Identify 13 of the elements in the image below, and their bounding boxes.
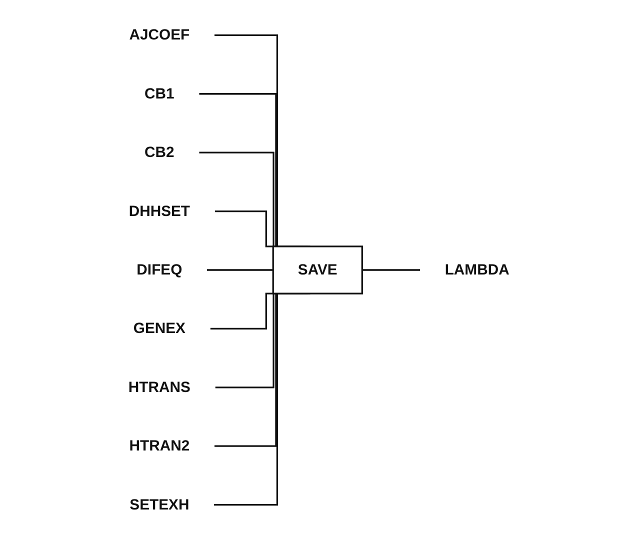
node-box: SAVE	[272, 246, 363, 294]
node-text: HTRAN2	[128, 437, 190, 454]
node-text: CB1	[144, 85, 174, 102]
node-text: GENEX	[133, 320, 186, 337]
node-text: AJCOEF	[128, 26, 190, 44]
connector	[362, 269, 420, 271]
node-text: DHHSET	[128, 202, 190, 220]
connector	[206, 269, 273, 271]
node-text: SETEXH	[129, 496, 189, 513]
node-text: LAMBDA	[444, 261, 509, 278]
node-text: CB2	[144, 144, 174, 160]
node-text: DIFEQ	[136, 261, 182, 278]
node-text: HTRANS	[128, 378, 190, 396]
